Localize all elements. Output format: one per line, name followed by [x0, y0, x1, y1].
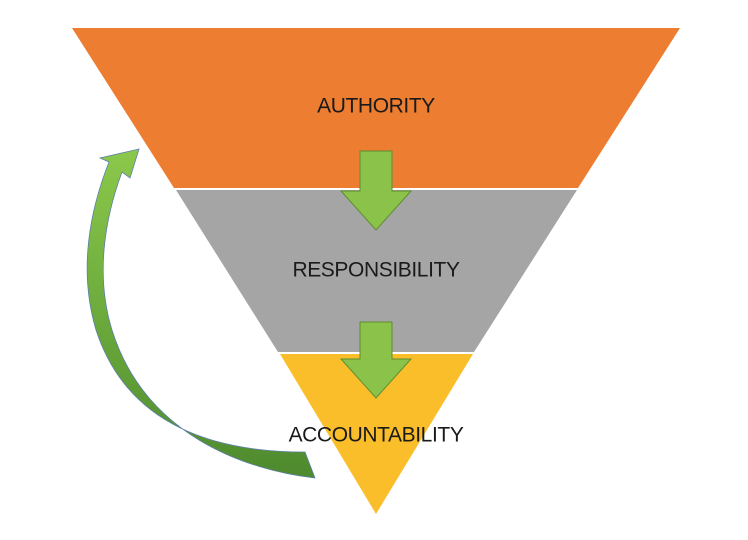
- tier-authority-band: [72, 28, 680, 188]
- tier-accountability-band: [280, 354, 473, 514]
- tier-label-responsibility: RESPONSIBILITY: [292, 259, 460, 282]
- tier-label-authority: AUTHORITY: [317, 95, 435, 118]
- down-arrow-icon: [339, 150, 413, 231]
- curved-return-arrow-icon: [86, 148, 316, 479]
- down-arrow-icon: [339, 321, 413, 399]
- tier-label-accountability: ACCOUNTABILITY: [289, 424, 464, 447]
- tier-responsibility-band: [176, 190, 577, 352]
